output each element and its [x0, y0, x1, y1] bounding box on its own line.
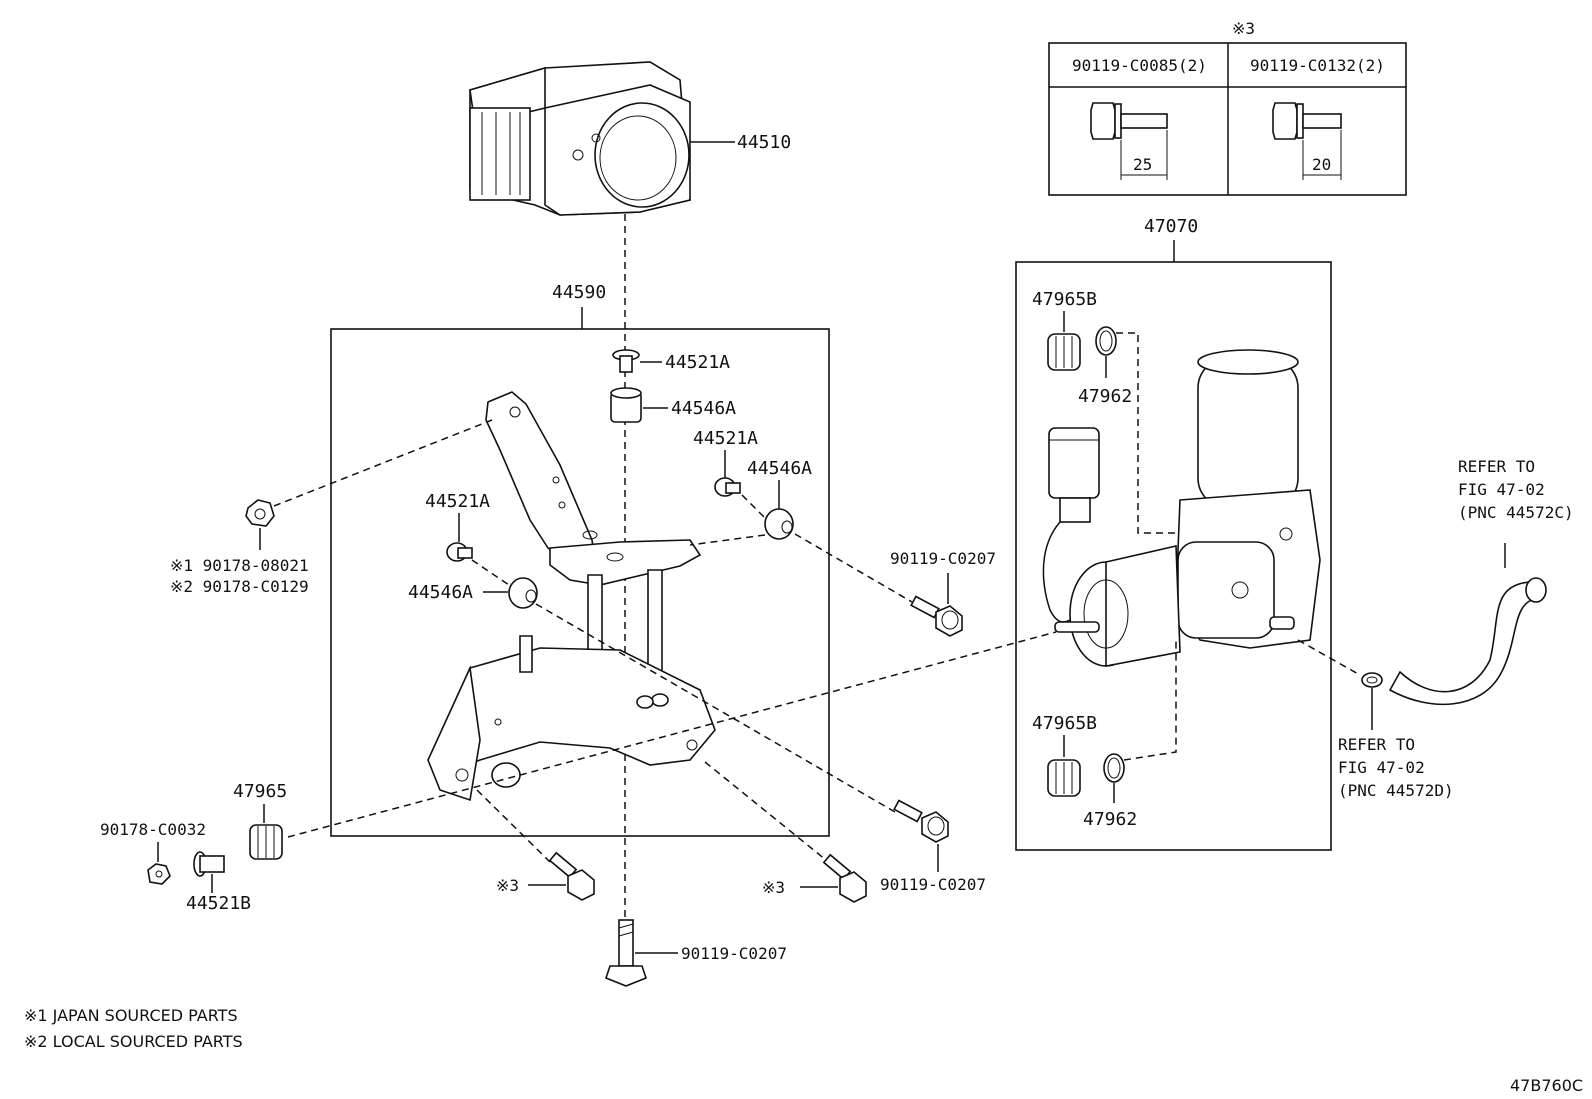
- label-ref3-right: ※3: [762, 878, 785, 897]
- dash-r1: [741, 494, 766, 519]
- dash-clamp: [1297, 639, 1361, 676]
- ring-47962-bottom[interactable]: [1103, 753, 1125, 783]
- label-bolt-c0207-2: 90119-C0207: [880, 875, 986, 894]
- bolt-90119-C0132-drawing: [1272, 102, 1342, 180]
- bolt-ref3-right[interactable]: [822, 853, 867, 903]
- nut-90178-C0032[interactable]: [147, 863, 171, 885]
- footnote-1: ※1 JAPAN SOURCED PARTS: [24, 1006, 238, 1025]
- dash-l1: [471, 559, 510, 586]
- table-dim2: 20: [1312, 155, 1331, 174]
- label-90178-C0032: 90178-C0032: [100, 820, 206, 839]
- dash-l4: [476, 789, 551, 863]
- collar-44521A-right[interactable]: [714, 477, 741, 497]
- label-44546A-3: 44546A: [408, 582, 473, 603]
- wiring-connector[interactable]: [1042, 427, 1100, 623]
- table-col2-header: 90119-C0132(2): [1250, 56, 1385, 75]
- abs-actuator-44510[interactable]: [469, 61, 691, 216]
- grommet-44546A-top[interactable]: [610, 387, 642, 423]
- dash-r2: [689, 534, 766, 546]
- dash-nut-bracket: [273, 419, 493, 507]
- grommet-44546A-right[interactable]: [764, 508, 794, 540]
- bolt-90119-C0207-lower[interactable]: [893, 799, 949, 843]
- label-47965B-1: 47965B: [1032, 289, 1097, 310]
- ring-47962-top[interactable]: [1095, 326, 1117, 356]
- hose-clamp[interactable]: [1361, 672, 1383, 688]
- label-44521A-3: 44521A: [425, 491, 490, 512]
- dash-r3: [794, 533, 913, 603]
- dash-pump-47965: [287, 631, 1057, 838]
- label-44521B: 44521B: [186, 893, 251, 914]
- refer-c-line2: FIG 47-02: [1458, 480, 1545, 499]
- table-title: ※3: [1232, 19, 1255, 38]
- label-nut-japan: ※1 90178-08021: [170, 556, 309, 575]
- label-ref3-left: ※3: [496, 876, 519, 895]
- label-44546A-1: 44546A: [671, 398, 736, 419]
- collar-44521B[interactable]: [193, 851, 225, 877]
- table-dim1: 25: [1133, 155, 1152, 174]
- label-44521A-1: 44521A: [665, 352, 730, 373]
- refer-d-line1: REFER TO: [1338, 735, 1415, 754]
- label-nut-local: ※2 90178-C0129: [170, 577, 309, 596]
- table-col1-header: 90119-C0085(2): [1072, 56, 1207, 75]
- footnote-2: ※2 LOCAL SOURCED PARTS: [24, 1032, 243, 1051]
- refer-d-line3: (PNC 44572D): [1338, 781, 1454, 800]
- bolt-spec-table: [1048, 42, 1407, 196]
- bracket-assembly[interactable]: [427, 391, 716, 802]
- bolt-ref3-left[interactable]: [548, 851, 595, 901]
- cushion-47965B-top[interactable]: [1047, 333, 1081, 371]
- label-44546A-2: 44546A: [747, 458, 812, 479]
- label-47962-1: 47962: [1078, 386, 1132, 407]
- refer-c-line3: (PNC 44572C): [1458, 503, 1574, 522]
- label-47070: 47070: [1144, 216, 1198, 237]
- dash-l3: [704, 761, 827, 861]
- label-44590: 44590: [552, 282, 606, 303]
- hose-pipe[interactable]: [1388, 577, 1547, 706]
- label-47962-2: 47962: [1083, 809, 1137, 830]
- dash-47962-bottom: [1123, 640, 1177, 761]
- label-44510: 44510: [737, 132, 791, 153]
- dash-47962-top: [1116, 332, 1176, 534]
- refer-c-line1: REFER TO: [1458, 457, 1535, 476]
- label-47965: 47965: [233, 781, 287, 802]
- grommet-44546A-left[interactable]: [508, 577, 538, 609]
- label-bolt-c0207-1: 90119-C0207: [890, 549, 996, 568]
- label-44521A-2: 44521A: [693, 428, 758, 449]
- bracket-group-box: [330, 328, 830, 837]
- collar-44521A-left[interactable]: [446, 542, 473, 562]
- bolt-90119-C0207-upper[interactable]: [910, 595, 963, 637]
- refer-d-line2: FIG 47-02: [1338, 758, 1425, 777]
- dash-l2: [535, 603, 896, 813]
- bolt-90119-C0085-drawing: [1090, 102, 1168, 180]
- nut-90178-08021[interactable]: [245, 499, 275, 527]
- bolt-90119-C0207-bottom[interactable]: [605, 919, 647, 987]
- collar-44521A-top[interactable]: [612, 349, 640, 373]
- label-47965B-2: 47965B: [1032, 713, 1097, 734]
- cushion-47965[interactable]: [249, 824, 283, 860]
- figure-code: 47B760C: [1510, 1076, 1583, 1095]
- pump-motor-assembly[interactable]: [1054, 349, 1321, 667]
- label-bolt-c0207-3: 90119-C0207: [681, 944, 787, 963]
- cushion-47965B-bottom[interactable]: [1047, 759, 1081, 797]
